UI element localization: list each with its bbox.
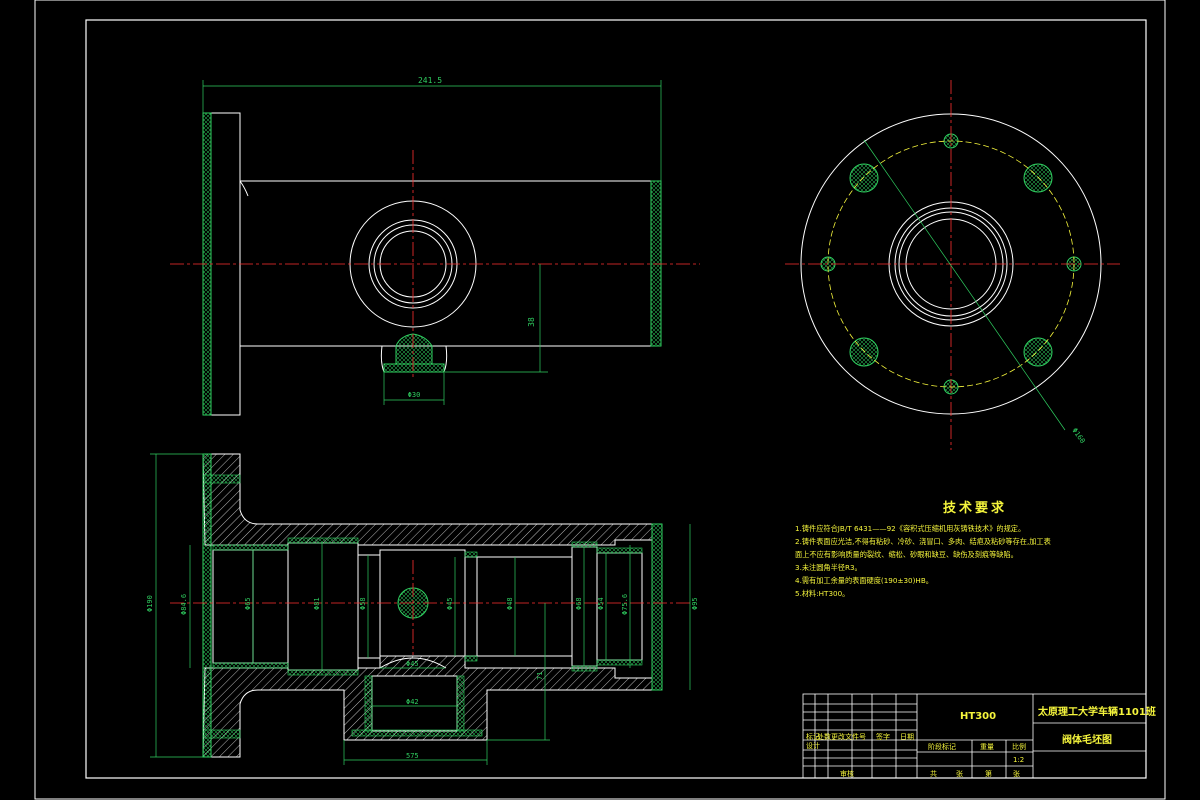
tb-sheet2: 张 <box>1013 770 1020 778</box>
tech-line-3: 面上不应有影响质量的裂纹、缩松、砂眼和缺豆、缺伤及刻痕等缺陷。 <box>795 550 1018 559</box>
school-label: 太原理工大学车辆1101班 <box>1038 707 1156 718</box>
dim-bottom-width: 575 <box>406 752 419 760</box>
dim-right-dia: Φ95 <box>691 597 699 610</box>
section-dimensions <box>150 453 691 765</box>
dim-branch-height: 71 <box>536 672 544 680</box>
tb-stage-mark: 阶段标记 <box>928 743 956 751</box>
front-dimensions <box>202 80 662 405</box>
dim-branch-dia: Φ42 <box>406 698 419 706</box>
tech-line-4: 3.未注圆角半径R3。 <box>795 563 862 572</box>
tb-scale-label: 比例 <box>1012 743 1026 751</box>
dim-bore-7: Φ54 <box>597 597 605 610</box>
tech-line-1: 1.铸件应符合JB/T 6431——92《容积式压缩机用灰铸铁技术》的规定。 <box>795 524 1026 533</box>
tb-total: 共 <box>930 770 937 778</box>
dim-bore-5: Φ48 <box>506 597 514 610</box>
dim-bore-2: Φ81 <box>313 597 321 610</box>
dim-bore-4: Φ45 <box>446 597 454 610</box>
dim-bore-3: Φ58 <box>359 597 367 610</box>
tb-sign: 签字 <box>876 733 890 741</box>
dim-bore-right: Φ75.6 <box>621 594 629 615</box>
tb-mark: 标记 <box>806 733 820 741</box>
dim-pcd: Φ160 <box>1070 427 1086 445</box>
tb-weight: 重量 <box>980 743 994 751</box>
tb-date: 日期 <box>900 733 914 741</box>
dim-flange-dia: Φ190 <box>146 595 154 612</box>
tb-sheet: 张 <box>956 770 963 778</box>
tech-line-5: 4.需有加工余量的表面硬度(190±30)HB。 <box>795 576 933 585</box>
pcd-leader <box>863 139 1066 431</box>
outer-frame <box>34 0 1166 800</box>
dim-bore-6: Φ68 <box>575 597 583 610</box>
technical-requirements: 技术要求 1.铸件应符合JB/T 6431——92《容积式压缩机用灰铸铁技术》的… <box>795 497 1155 600</box>
drawing-name: 阀体毛坯图 <box>1062 735 1112 746</box>
material-label: HT300 <box>960 711 997 722</box>
tb-reviewer: 审核 <box>840 770 854 778</box>
inner-frame <box>85 19 1147 779</box>
tb-count: 处数 <box>817 733 831 741</box>
front-center-lines <box>170 150 700 380</box>
tb-no: 第 <box>985 770 992 778</box>
dim-boss-width: Φ30 <box>408 391 421 399</box>
tech-line-6: 5.材料:HT300。 <box>795 589 850 598</box>
tech-title: 技术要求 <box>942 501 1007 516</box>
dim-branch-outer: Φ45 <box>406 660 419 668</box>
dim-bore-left: Φ84.6 <box>180 594 188 615</box>
tech-line-2: 2.铸件表面应光洁,不得有粘砂、冷砂、浇冒口、多肉、结疤及粘砂等存在,加工表 <box>795 537 1051 546</box>
dim-top-width: 241.5 <box>418 76 442 85</box>
dim-boss-height: 38 <box>527 317 536 327</box>
section-center-lines <box>170 560 690 655</box>
section-view <box>202 453 663 758</box>
title-block <box>802 693 1147 779</box>
tb-doc-no: 更改文件号 <box>831 733 866 741</box>
tb-designer: 设计 <box>806 742 820 750</box>
dim-bore-1: Φ65 <box>244 597 252 610</box>
tb-scale: 1:2 <box>1013 756 1025 764</box>
